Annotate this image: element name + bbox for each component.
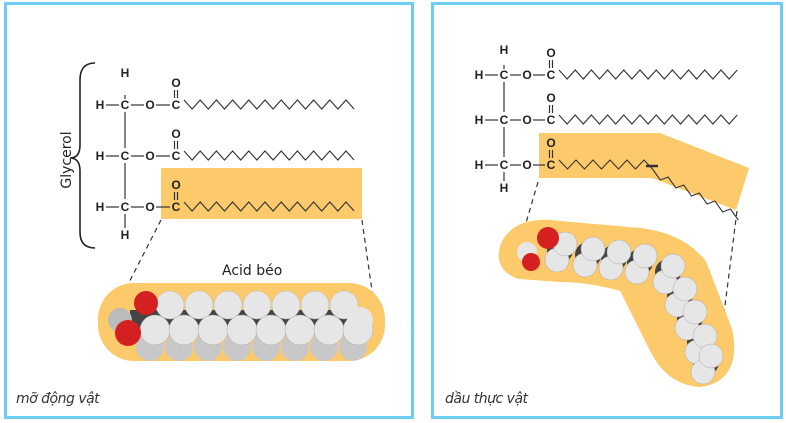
fatty-acid-chain [183, 150, 355, 161]
carbon-atom: C [121, 98, 130, 112]
carbon-atom: C [121, 149, 130, 163]
fatty-acid-chain [652, 168, 739, 221]
fatty-acid-highlight [539, 133, 749, 210]
carbonyl-carbon: C [547, 68, 556, 82]
carbon-atom: C [500, 113, 509, 127]
hydrogen-sphere [242, 290, 272, 320]
hydrogen-atom: H [475, 113, 484, 127]
glycerol-brace [69, 62, 96, 249]
hydrogen-sphere [300, 290, 330, 320]
oxygen-atom: O [145, 149, 154, 163]
carbonyl-oxygen: O [171, 178, 180, 192]
hydrogen-sphere [184, 290, 214, 320]
hydrogen-atom: H [500, 181, 509, 195]
fatty-acid-chain [558, 69, 738, 80]
fatty-acid-chain [558, 114, 738, 125]
carbonyl-carbon: C [172, 149, 181, 163]
carbonyl-carbon: C [172, 98, 181, 112]
oxygen-atom: O [522, 113, 531, 127]
hydrogen-sphere [660, 253, 686, 279]
hydrogen-atom: H [500, 43, 509, 57]
carbon-atom: C [500, 158, 509, 172]
hydrogen-sphere [313, 314, 345, 346]
hydrogen-atom: H [475, 68, 484, 82]
hydrogen-atom: H [121, 66, 130, 80]
saturated-caption: mỡ động vật [16, 391, 100, 407]
hydrogen-atom: H [96, 200, 105, 214]
hydrogen-sphere [672, 276, 698, 302]
hydrogen-sphere [213, 290, 243, 320]
dashed-guide [517, 181, 539, 251]
oxygen-sphere [537, 227, 559, 249]
hydrogen-sphere [155, 290, 185, 320]
carbon-atom: C [500, 68, 509, 82]
oxygen-sphere [115, 320, 141, 346]
hydrogen-sphere [347, 307, 373, 333]
hydrogen-sphere [197, 314, 229, 346]
oxygen-atom: O [522, 158, 531, 172]
hydrogen-sphere [255, 314, 287, 346]
hydrogen-sphere [168, 314, 200, 346]
carbonyl-oxygen: O [171, 76, 180, 90]
hydrogen-sphere [682, 299, 708, 325]
hydrogen-sphere [284, 314, 316, 346]
hydrogen-sphere [271, 290, 301, 320]
carbonyl-carbon: C [172, 200, 181, 214]
hydrogen-sphere [226, 314, 258, 346]
carbonyl-oxygen: O [546, 136, 555, 150]
hydrogen-sphere [606, 239, 632, 265]
oxygen-atom: O [522, 68, 531, 82]
hydrogen-sphere [580, 236, 606, 262]
carbon-atom: C [121, 200, 130, 214]
hydrogen-atom: H [96, 149, 105, 163]
carbonyl-carbon: C [547, 158, 556, 172]
fatty-acid-chain [558, 159, 653, 170]
carbonyl-oxygen: O [171, 127, 180, 141]
hydrogen-atom: H [96, 98, 105, 112]
oxygen-atom: O [145, 200, 154, 214]
hydrogen-atom: H [121, 228, 130, 242]
carbonyl-oxygen: O [546, 91, 555, 105]
hydrogen-sphere [698, 343, 724, 369]
carbonyl-carbon: C [547, 113, 556, 127]
hydrogen-sphere [632, 243, 658, 269]
hydrogen-sphere [139, 314, 171, 346]
oxygen-sphere [522, 253, 540, 271]
fatty-acid-chain [183, 201, 355, 212]
carbonyl-oxygen: O [546, 46, 555, 60]
glycerol-label: Glycerol [59, 131, 75, 188]
oxygen-atom: O [145, 98, 154, 112]
fatty-acid-highlight [161, 168, 362, 219]
unsaturated-caption: dầu thực vật [445, 391, 528, 407]
hydrogen-atom: H [475, 158, 484, 172]
fatty-acid-chain [183, 99, 355, 110]
fatty-acid-label: Acid béo [222, 263, 282, 279]
oxygen-sphere [134, 291, 158, 315]
